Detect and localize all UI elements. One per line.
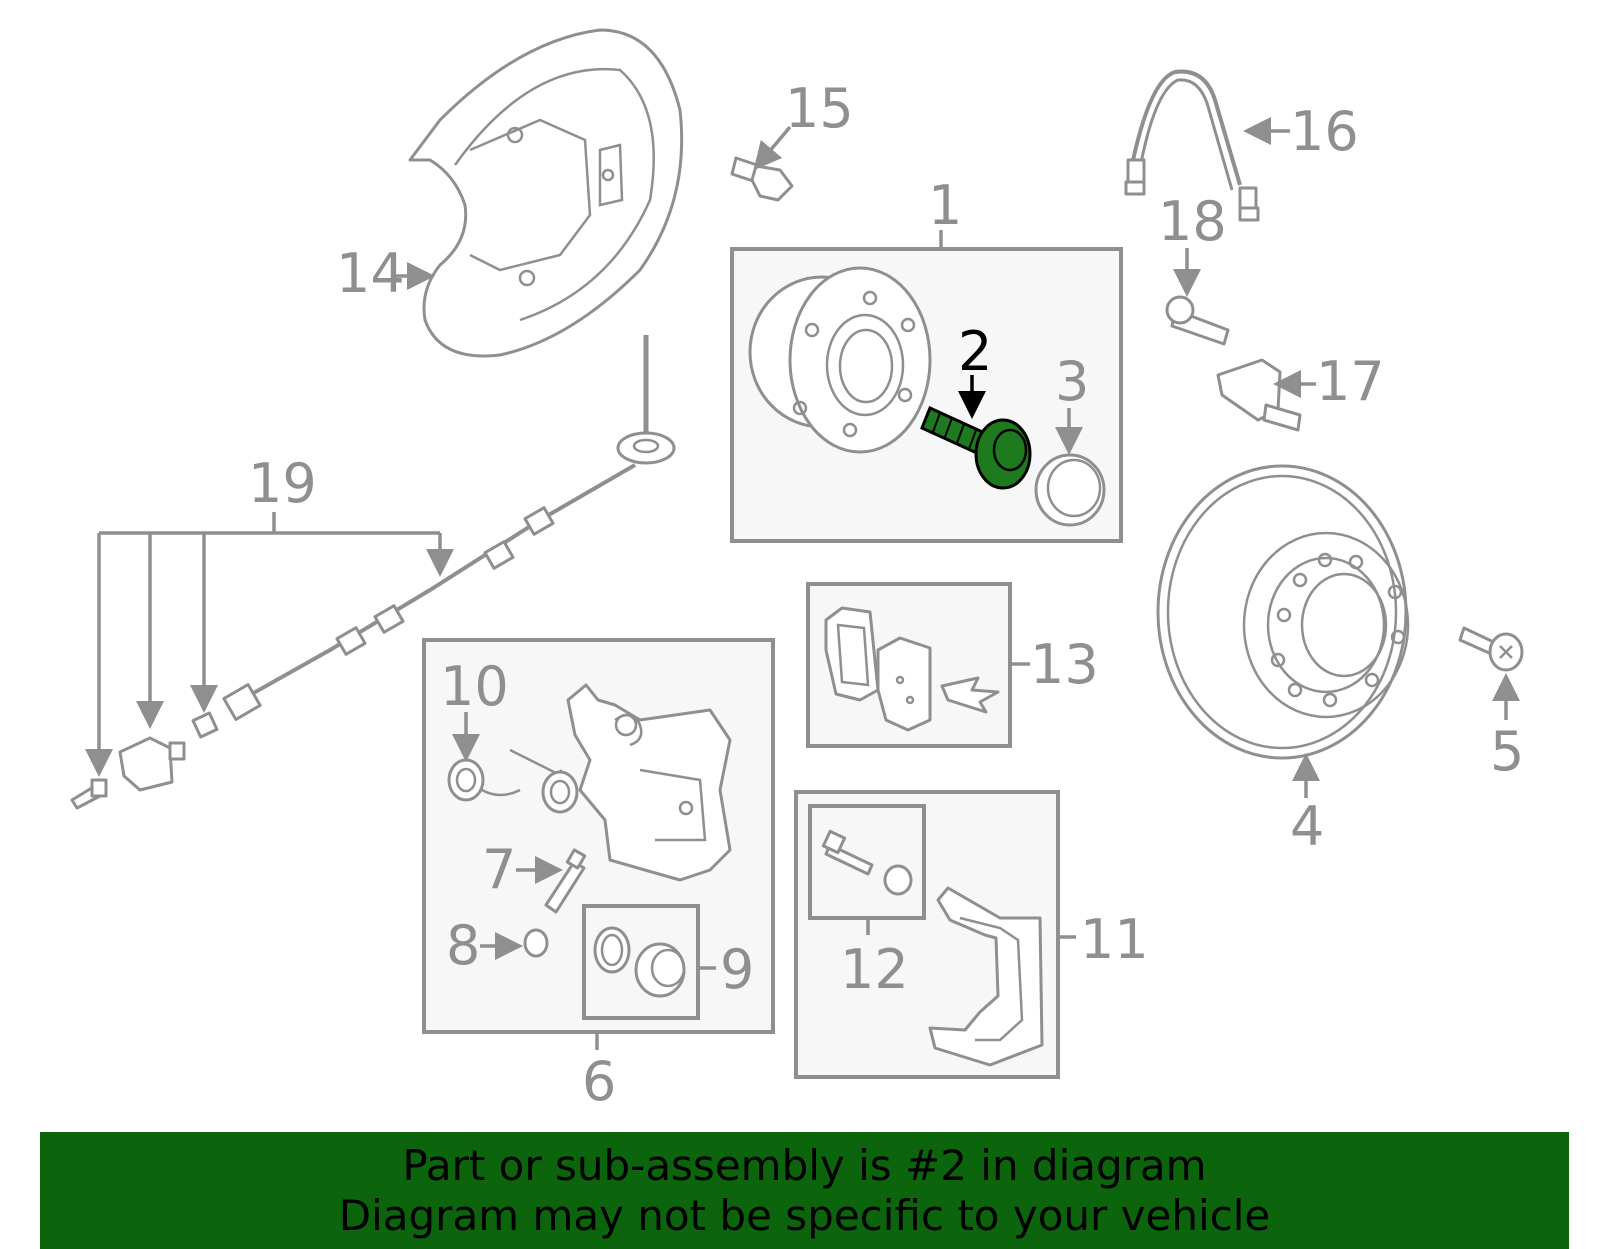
rotor-screw-part[interactable] bbox=[1458, 626, 1524, 672]
wheel-hub-part[interactable] bbox=[748, 266, 932, 454]
callout-16: 16 bbox=[1290, 100, 1359, 163]
leader-15 bbox=[753, 125, 792, 171]
callout-3: 3 bbox=[1055, 350, 1089, 413]
callout-9: 9 bbox=[720, 938, 754, 1001]
callout-2: 2 bbox=[958, 320, 992, 383]
brake-hose-part[interactable] bbox=[1124, 69, 1260, 222]
pad-clip-part[interactable] bbox=[940, 676, 1000, 714]
callout-6: 6 bbox=[582, 1050, 616, 1113]
hub-cap-part[interactable] bbox=[1034, 453, 1106, 527]
callout-8: 8 bbox=[446, 914, 480, 977]
bolt-18-part[interactable] bbox=[1165, 295, 1230, 346]
abs-connector-part[interactable] bbox=[118, 736, 186, 792]
bolt-15-part[interactable] bbox=[730, 156, 794, 202]
callout-18: 18 bbox=[1158, 190, 1227, 253]
abs-harness-part[interactable] bbox=[222, 335, 676, 721]
callout-14: 14 bbox=[336, 242, 405, 305]
caliper-bracket-part[interactable] bbox=[928, 886, 1044, 1067]
callout-10: 10 bbox=[440, 655, 509, 718]
info-banner: Part or sub-assembly is #2 in diagram Di… bbox=[40, 1132, 1569, 1249]
callout-7: 7 bbox=[482, 838, 516, 901]
callout-1: 1 bbox=[928, 174, 962, 237]
banner-line-2: Diagram may not be specific to your vehi… bbox=[338, 1190, 1271, 1240]
hub-bolt-part-2-highlighted[interactable] bbox=[920, 405, 1032, 490]
abs-grommet-part[interactable] bbox=[191, 711, 219, 739]
sensor-17-part[interactable] bbox=[1216, 358, 1302, 432]
callout-15: 15 bbox=[785, 77, 854, 140]
brake-rotor-part[interactable] bbox=[1156, 464, 1410, 760]
callout-12: 12 bbox=[840, 938, 909, 1001]
piston-boot-part[interactable] bbox=[634, 942, 686, 998]
caliper-spring-part[interactable] bbox=[541, 770, 579, 814]
abs-bolt-part[interactable] bbox=[70, 778, 108, 810]
callout-5: 5 bbox=[1490, 720, 1524, 783]
dust-shield-part[interactable] bbox=[408, 28, 684, 358]
callout-4: 4 bbox=[1290, 795, 1324, 858]
brake-pad-inner-part[interactable] bbox=[824, 606, 880, 702]
piston-seal-ring-part[interactable] bbox=[593, 926, 631, 974]
bleeder-cap-part[interactable] bbox=[523, 928, 549, 958]
callout-19: 19 bbox=[248, 452, 317, 515]
bleeder-screw-part[interactable] bbox=[544, 848, 587, 914]
callout-17: 17 bbox=[1316, 350, 1385, 413]
callout-11: 11 bbox=[1080, 908, 1149, 971]
brake-pad-outer-part[interactable] bbox=[876, 636, 932, 732]
guide-pin-boot-part[interactable] bbox=[883, 864, 913, 896]
guide-pin-part[interactable] bbox=[821, 829, 874, 876]
callout-13: 13 bbox=[1030, 633, 1099, 696]
banner-line-1: Part or sub-assembly is #2 in diagram bbox=[402, 1140, 1207, 1190]
